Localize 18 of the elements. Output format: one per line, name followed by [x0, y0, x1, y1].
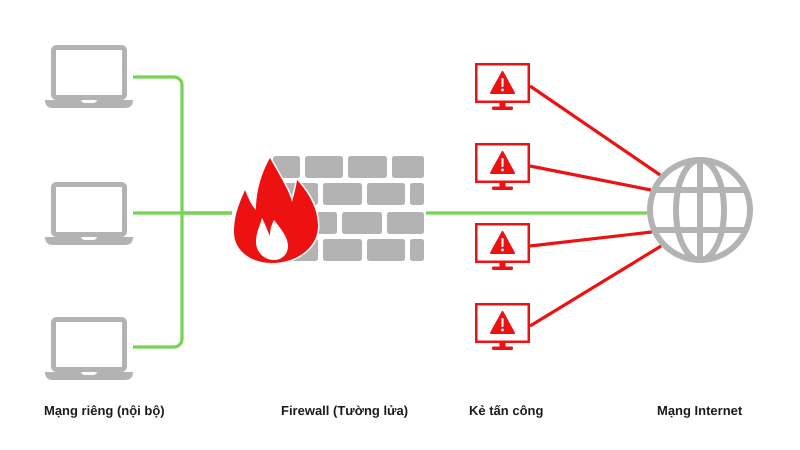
warning-monitor-icon: [475, 143, 530, 190]
warning-monitor-icon: [475, 63, 530, 110]
column-caption: Mạng riêng (nội bộ): [44, 403, 165, 419]
connector-line: [529, 84, 662, 176]
warning-monitor-icon: [475, 223, 530, 270]
connector-line: [530, 230, 652, 248]
warning-monitor-icon: [475, 303, 530, 350]
laptop-icon: [45, 317, 133, 380]
connector-line: [529, 244, 662, 328]
laptop-icon: [45, 45, 133, 108]
connector-line: [426, 211, 648, 215]
connector-line: [133, 211, 232, 349]
connector-line: [530, 164, 652, 192]
column-caption: Mạng Internet: [657, 403, 742, 419]
globe-icon: [647, 157, 753, 263]
column-caption: Firewall (Tường lửa): [281, 403, 408, 419]
column-caption: Kẻ tấn công: [469, 403, 544, 419]
laptop-icon: [45, 182, 133, 245]
